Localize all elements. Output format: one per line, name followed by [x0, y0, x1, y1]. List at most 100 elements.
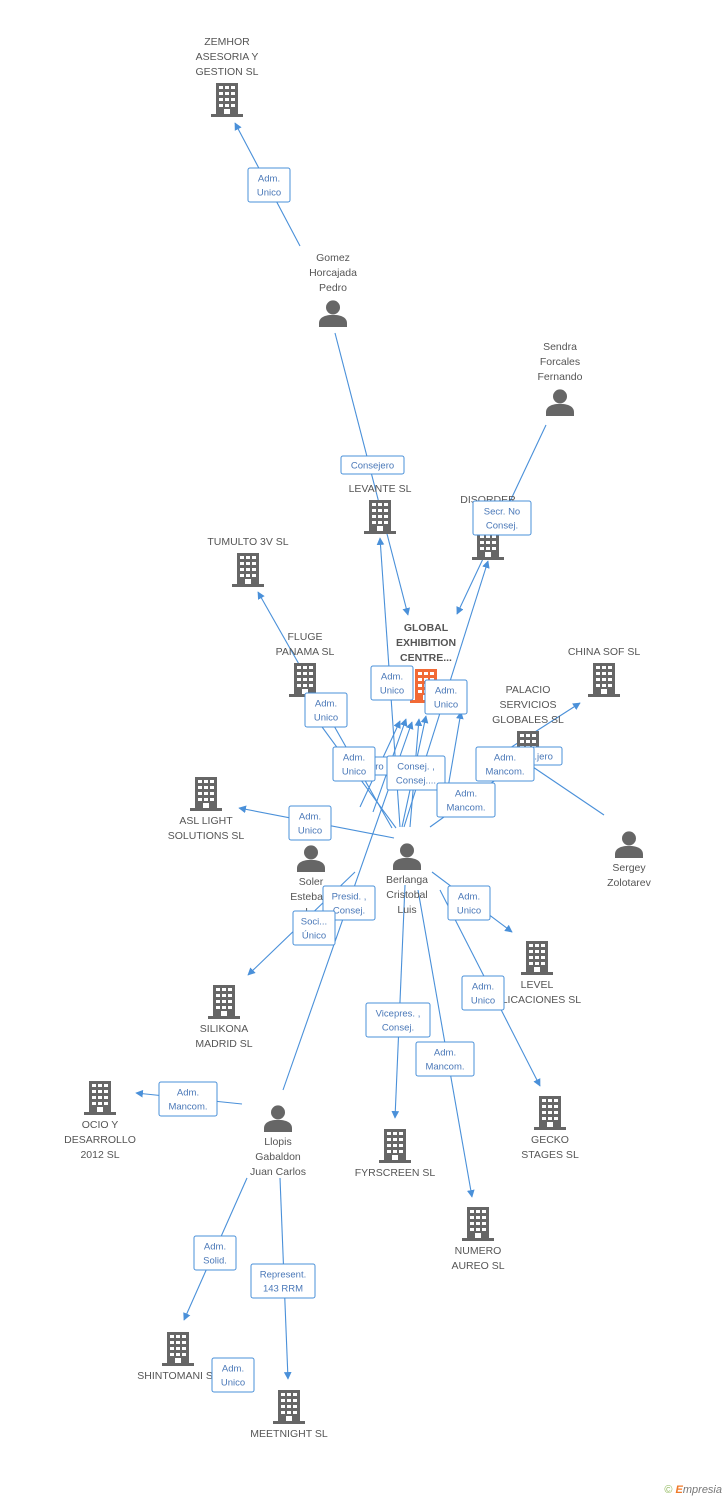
relation-label-r16[interactable]: Adm.Unico: [447, 885, 491, 921]
person-icon: [319, 300, 347, 327]
person-icon: [264, 1105, 292, 1132]
relation-edge: [529, 764, 605, 816]
relation-label-r4[interactable]: Adm.Unico: [370, 665, 414, 701]
relation-label-r15[interactable]: Soci...Único: [292, 910, 336, 946]
relation-edge: [391, 884, 406, 1119]
relation-label-r18[interactable]: Vicepres. ,Consej.: [365, 1002, 431, 1038]
company-node-tumulto[interactable]: TUMULTO 3V SL: [207, 536, 289, 587]
relation-box: [436, 782, 496, 818]
relation-label-r21[interactable]: Adm.Solid.: [193, 1235, 237, 1271]
relation-label-r2[interactable]: Consejero: [340, 455, 405, 475]
brand-logo-text: mpresia: [682, 1484, 722, 1496]
relation-box: [193, 1235, 237, 1271]
relation-label-r12[interactable]: Adm.Mancom.: [436, 782, 496, 818]
relation-text: Vicepres. ,Consej.: [376, 1009, 421, 1034]
company-node-level[interactable]: LEVEL...LICACIONES SL: [493, 941, 581, 1006]
relation-box: [340, 455, 405, 475]
relation-box: [158, 1081, 218, 1117]
node-label: CHINA SOF SL: [568, 646, 641, 658]
relation-label-r6[interactable]: Adm.Unico: [304, 692, 348, 728]
node-label: LEVEL...LICACIONES SL: [493, 979, 581, 1006]
relation-box: [424, 679, 468, 715]
relation-label-r23[interactable]: Adm.Unico: [211, 1357, 255, 1393]
building-icon: [379, 1129, 411, 1163]
relation-text: Represent.143 RRM: [260, 1270, 306, 1295]
relation-text: Adm.Mancom.: [446, 789, 485, 814]
relation-label-r14[interactable]: Presid. ,Consej.: [322, 885, 376, 921]
relation-label-r17[interactable]: Adm.Unico: [461, 975, 505, 1011]
relation-box: [475, 746, 535, 782]
building-icon: [588, 663, 620, 697]
relation-text: Soci...Único: [301, 917, 327, 942]
relation-label-r8[interactable]: Adm.Unico: [332, 746, 376, 782]
person-icon: [546, 389, 574, 416]
building-icon: [208, 985, 240, 1019]
relation-box: [332, 746, 376, 782]
relation-label-r13[interactable]: Adm.Unico: [288, 805, 332, 841]
relation-box: [304, 692, 348, 728]
relation-text: Adm.Solid.: [203, 1242, 227, 1267]
relation-label-r22[interactable]: Represent.143 RRM: [250, 1263, 316, 1299]
relation-label-r20[interactable]: Adm.Mancom.: [415, 1041, 475, 1077]
relation-text: Adm.Unico: [380, 672, 404, 697]
relation-text: Presid. ,Consej.: [332, 892, 367, 917]
building-icon: [521, 941, 553, 975]
company-node-shintomani[interactable]: SHINTOMANI SL: [137, 1332, 219, 1382]
relation-text: Adm.Mancom.: [168, 1088, 207, 1113]
relation-box: [292, 910, 336, 946]
relation-box: [288, 805, 332, 841]
relation-text: Consejero: [351, 461, 394, 472]
person-icon: [393, 843, 421, 870]
relation-label-r11[interactable]: Adm.Mancom.: [475, 746, 535, 782]
copyright-icon: ©: [664, 1484, 673, 1496]
building-icon: [364, 500, 396, 534]
relation-box: [250, 1263, 316, 1299]
building-icon: [211, 83, 243, 117]
relation-box: [461, 975, 505, 1011]
relation-text: ...jero: [529, 752, 553, 763]
building-icon: [84, 1081, 116, 1115]
relation-box: [447, 885, 491, 921]
relation-text: Adm.Unico: [471, 982, 495, 1007]
relation-label-r9[interactable]: Consej. ,Consej....: [386, 755, 446, 791]
company-node-chinasof[interactable]: CHINA SOF SL: [568, 646, 641, 697]
relation-box: [386, 755, 446, 791]
relation-label-r1[interactable]: Adm.Unico: [247, 167, 291, 203]
relation-label-r19[interactable]: Adm.Mancom.: [158, 1081, 218, 1117]
node-label: MEETNIGHT SL: [250, 1428, 328, 1440]
company-node-fyrscreen[interactable]: FYRSCREEN SL: [355, 1129, 436, 1179]
relation-text: Adm.Unico: [314, 699, 338, 724]
relation-text: Adm.Mancom.: [485, 753, 524, 778]
relation-label-r5[interactable]: Adm.Unico: [424, 679, 468, 715]
node-label: TUMULTO 3V SL: [207, 536, 288, 548]
company-node-meetnight[interactable]: MEETNIGHT SL: [250, 1390, 328, 1440]
company-node-levante[interactable]: LEVANTE SL: [349, 483, 412, 534]
node-label: SHINTOMANI SL: [137, 1370, 219, 1382]
